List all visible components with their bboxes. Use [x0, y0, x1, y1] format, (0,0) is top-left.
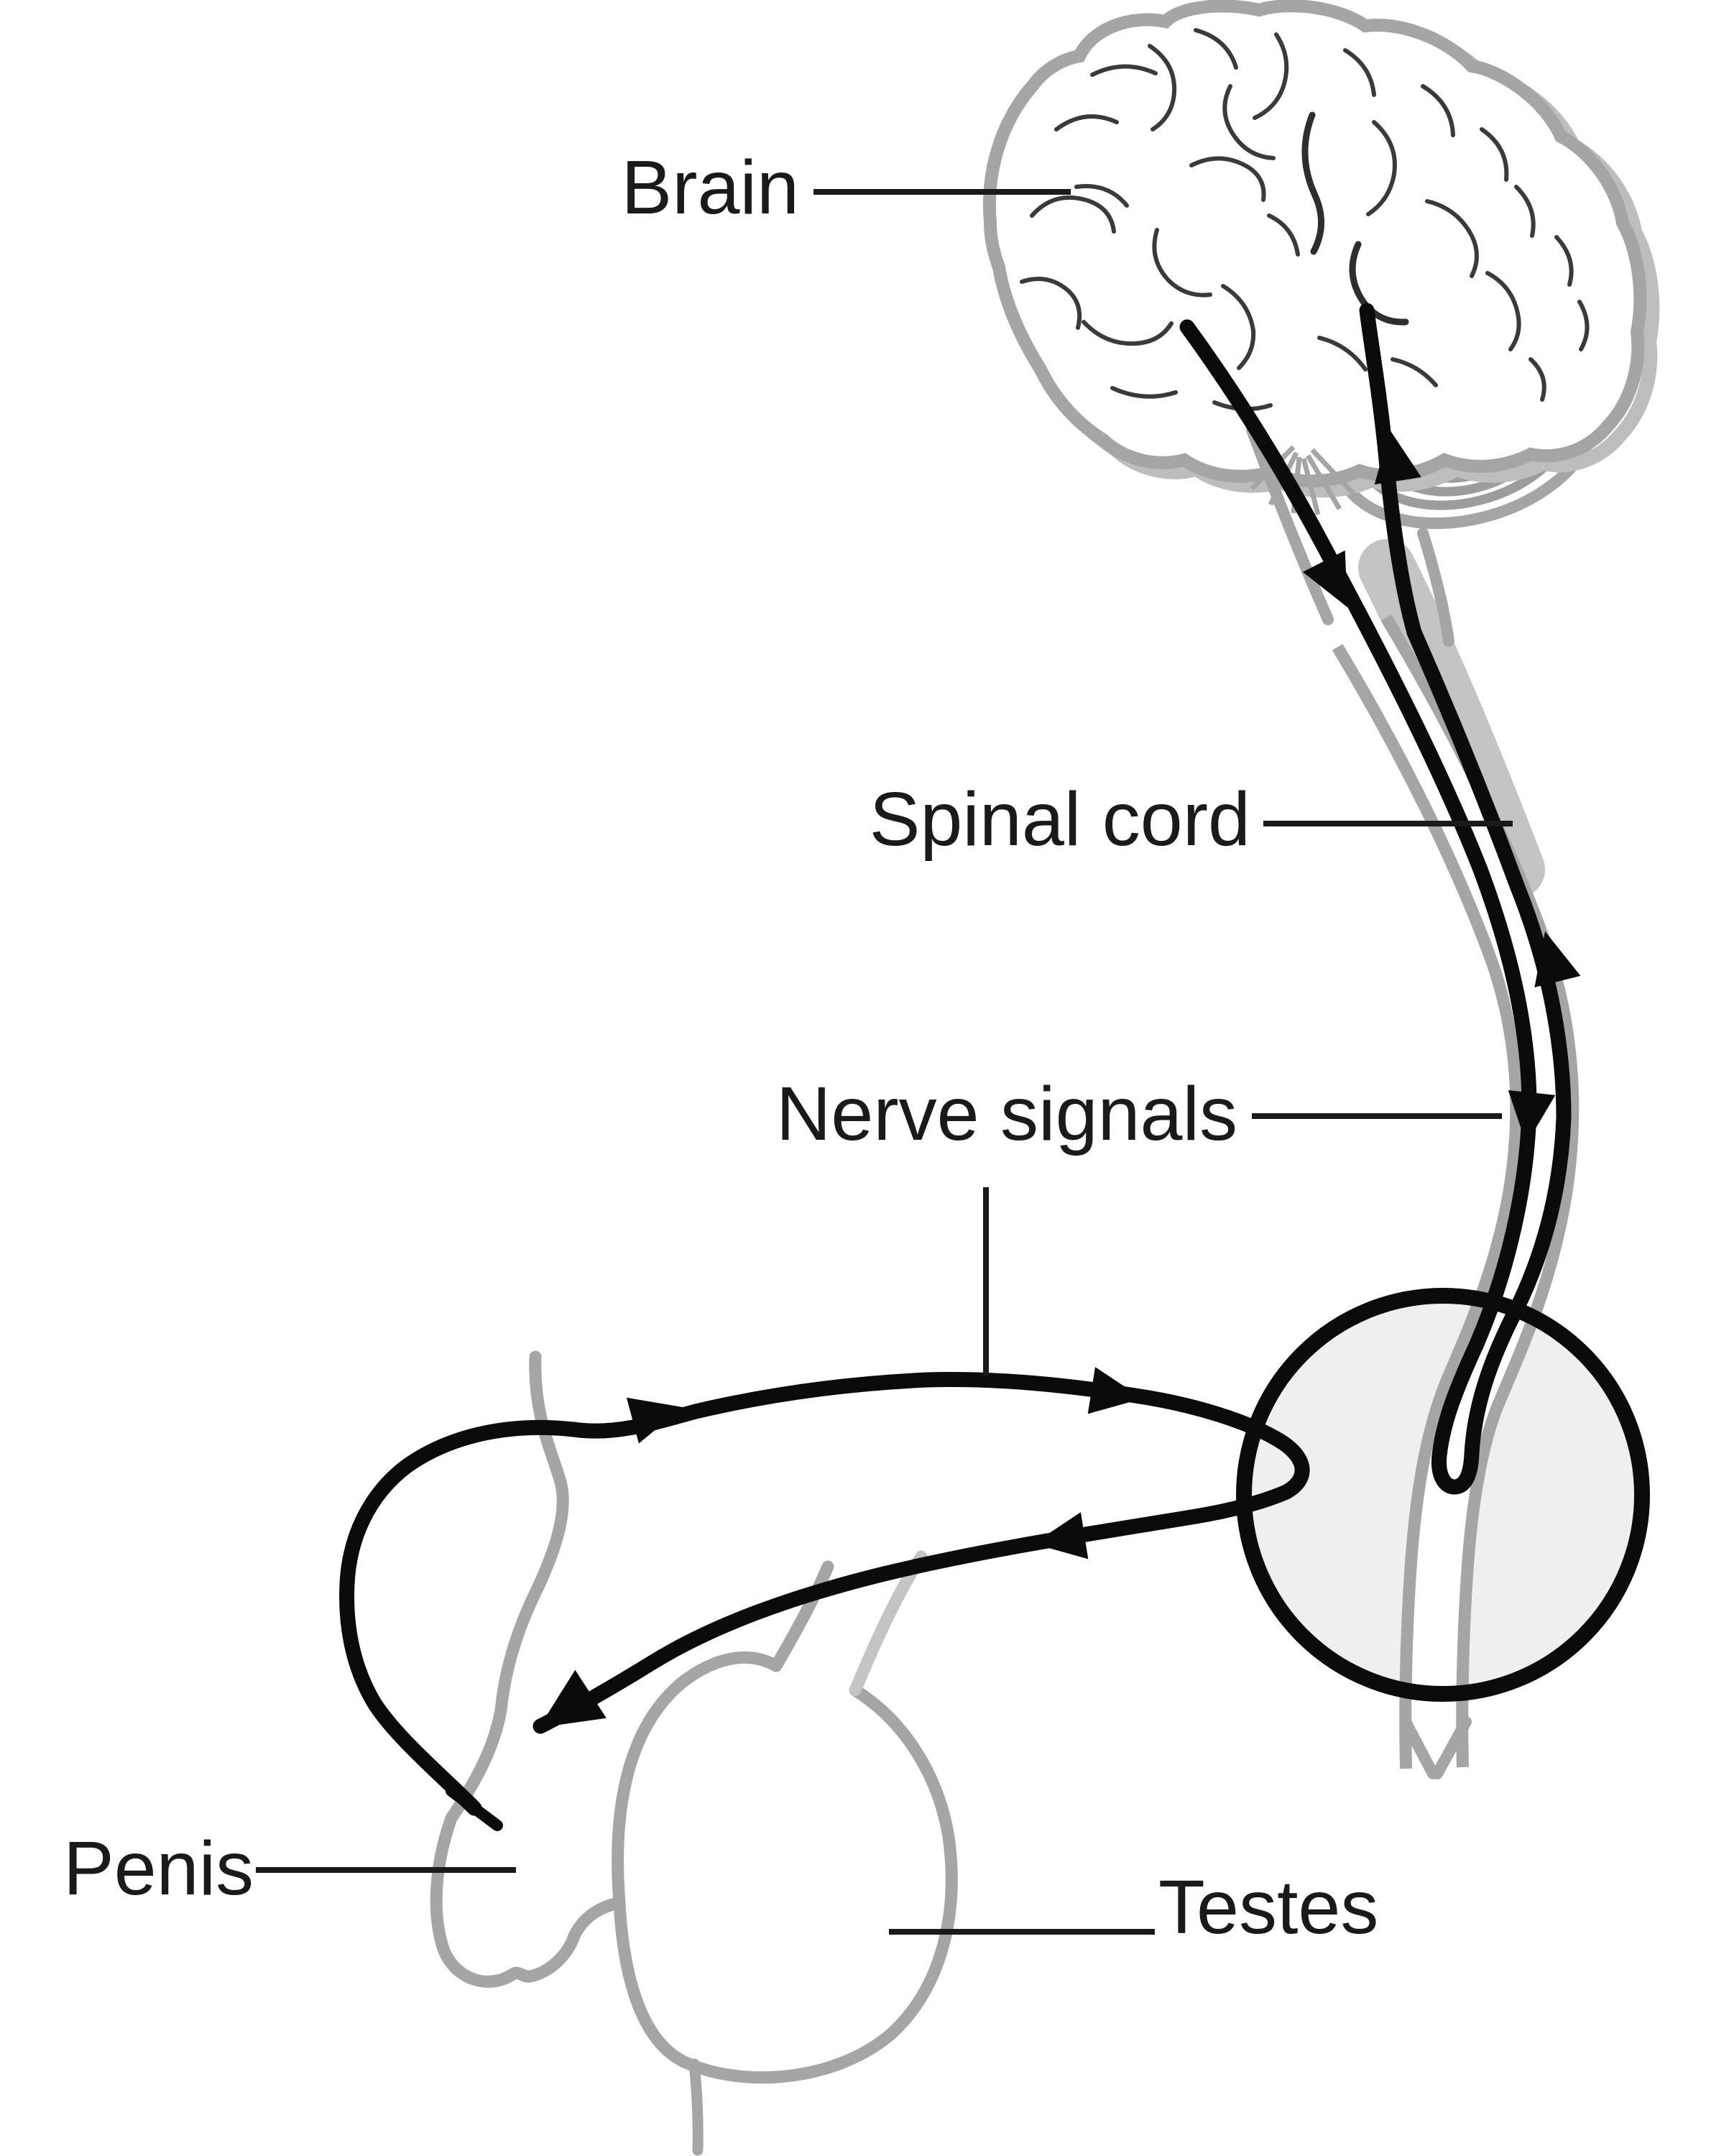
label-spinal-cord: Spinal cord — [870, 777, 1250, 862]
motor-arrow-terminal — [539, 1669, 607, 1728]
sensory-terminal-bar — [446, 1785, 503, 1831]
peripheral-signal-loop — [339, 1372, 1310, 1816]
leader-lines — [256, 189, 1513, 1935]
cord-tail-right — [1431, 1716, 1472, 1779]
spinal-signal-loop — [1179, 303, 1572, 1495]
ascending-arrow-mid — [1534, 931, 1581, 987]
descending-arrow-brainstem — [1302, 550, 1347, 607]
label-brain: Brain — [622, 145, 799, 230]
sensory-arrow-right — [1087, 1367, 1143, 1414]
label-penis: Penis — [63, 1826, 254, 1911]
signal-arrowheads — [446, 430, 1581, 1831]
nerve-signal-paths — [339, 303, 1581, 1831]
label-nerve-signals: Nerve signals — [776, 1072, 1237, 1156]
ascending-arrow-brain — [1374, 430, 1421, 485]
scrotum-outline-right — [613, 1684, 958, 2084]
perineum-line — [688, 2058, 704, 2156]
scrotum-outline-left — [612, 1651, 783, 1909]
brain-illustration — [982, 0, 1660, 898]
descending-arrow-mid — [1508, 1089, 1556, 1144]
motor-arrow-mid — [1033, 1512, 1089, 1560]
spermatic-cord-line-inner — [770, 1560, 834, 1672]
label-testes: Testes — [1158, 1865, 1378, 1950]
cord-tail-left — [1400, 1716, 1439, 1779]
genital-outlines — [430, 1350, 958, 2156]
labels: Brain Spinal cord Nerve signals Penis Te… — [63, 145, 1378, 1950]
sensory-arrow-left — [626, 1397, 683, 1444]
sacral-region-circle-ring — [1236, 1288, 1650, 1702]
penis-outline — [430, 1350, 626, 1988]
